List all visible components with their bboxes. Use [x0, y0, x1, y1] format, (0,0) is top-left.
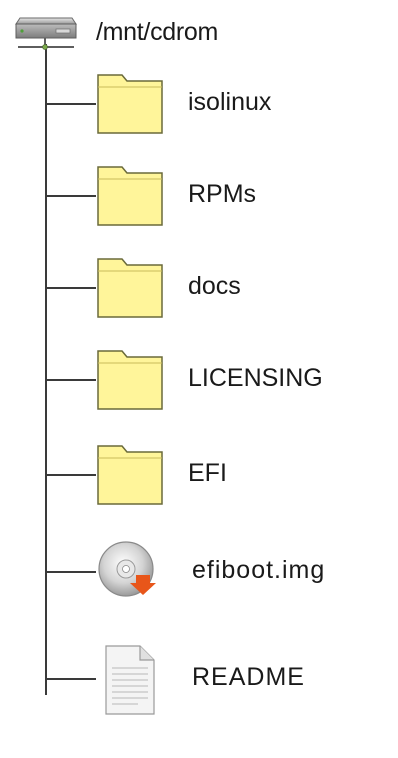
tree-item-efi[interactable]: EFI: [0, 445, 398, 554]
document-icon: [105, 645, 155, 715]
item-label: RPMs: [188, 180, 257, 208]
folder-icon: [97, 258, 163, 318]
tree-trunk-line: [45, 44, 47, 695]
folder-icon: [97, 445, 163, 505]
tree-item-docs[interactable]: docs: [0, 258, 398, 367]
drive-icon: [15, 17, 77, 50]
branch-line: [46, 474, 96, 476]
branch-line: [46, 103, 96, 105]
branch-line: [46, 195, 96, 197]
item-label: README: [192, 663, 305, 691]
disc-image-icon: [98, 541, 156, 597]
tree-item-readme[interactable]: README: [0, 645, 398, 758]
tree-item-rpms[interactable]: RPMs: [0, 166, 398, 275]
branch-line: [46, 571, 96, 573]
folder-icon: [97, 166, 163, 226]
item-label: LICENSING: [188, 364, 323, 392]
branch-line: [46, 379, 96, 381]
folder-icon: [97, 350, 163, 410]
branch-line: [46, 287, 96, 289]
tree-item-efiboot-img[interactable]: efiboot.img: [0, 541, 398, 651]
item-label: EFI: [188, 459, 227, 487]
item-label: efiboot.img: [192, 556, 326, 584]
branch-line: [46, 678, 96, 680]
item-label: docs: [188, 272, 241, 300]
tree-item-licensing[interactable]: LICENSING: [0, 350, 398, 459]
directory-tree: /mnt/cdrom isolinux RPMs docs L: [0, 17, 398, 715]
item-label: isolinux: [188, 88, 272, 116]
tree-item-isolinux[interactable]: isolinux: [0, 74, 398, 183]
root-path-label: /mnt/cdrom: [96, 18, 219, 46]
folder-icon: [97, 74, 163, 134]
